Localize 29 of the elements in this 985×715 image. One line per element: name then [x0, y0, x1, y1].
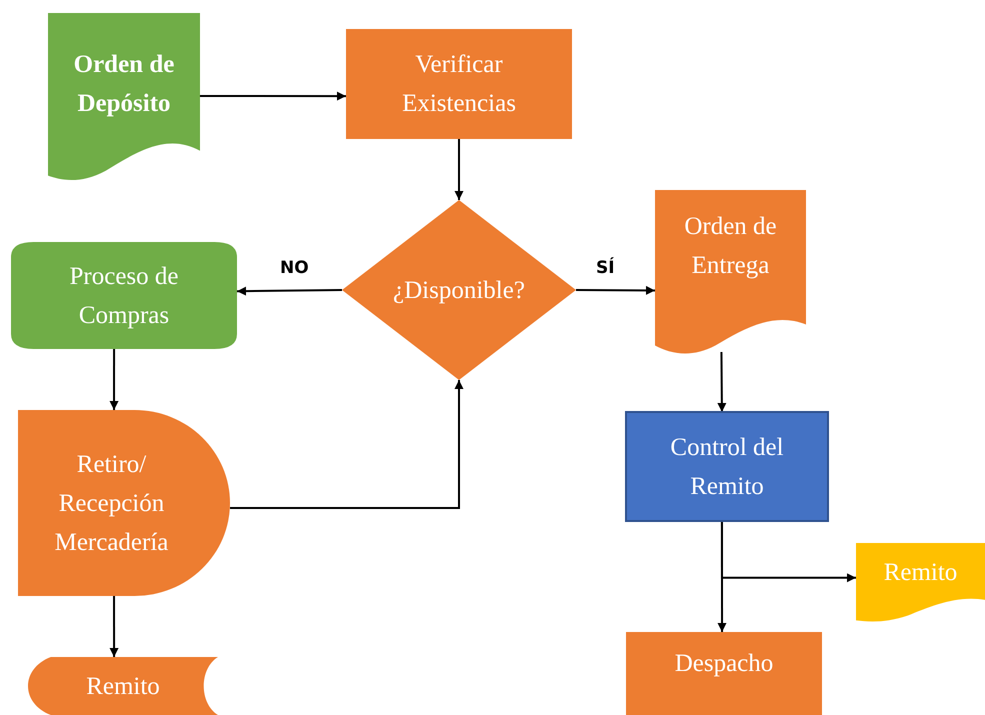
delay-shape [18, 410, 230, 596]
node-label: Orden de Depósito [72, 50, 176, 118]
document-shape [655, 190, 806, 352]
node-label: Proceso de Compras [68, 262, 180, 330]
arrow [236, 286, 342, 296]
arrow [454, 139, 464, 200]
stored-data-shape [28, 657, 218, 715]
process-box [626, 412, 828, 521]
node-label: Despacho [674, 649, 774, 679]
arrow [576, 286, 655, 295]
node-label: Retiro/ Recepción Mercadería [54, 450, 170, 558]
arrow [717, 352, 726, 412]
node-label: Verificar Existencias [401, 50, 517, 119]
process-box [11, 242, 237, 349]
arrow [110, 349, 119, 410]
decision-diamond [342, 200, 576, 380]
arrow [720, 521, 856, 582]
node-label: ¿Disponible? [393, 276, 525, 306]
arrow [230, 380, 464, 510]
document-shape [48, 13, 200, 179]
node-label: Remito [86, 672, 160, 702]
node-label: Remito [884, 558, 958, 588]
document-shape [856, 543, 985, 622]
arrow [200, 92, 346, 101]
arrow [110, 596, 119, 657]
process-box [346, 29, 572, 139]
node-label: Control del Remito [669, 432, 785, 502]
node-label: Orden de Entrega [683, 212, 778, 281]
process-box [626, 632, 822, 715]
